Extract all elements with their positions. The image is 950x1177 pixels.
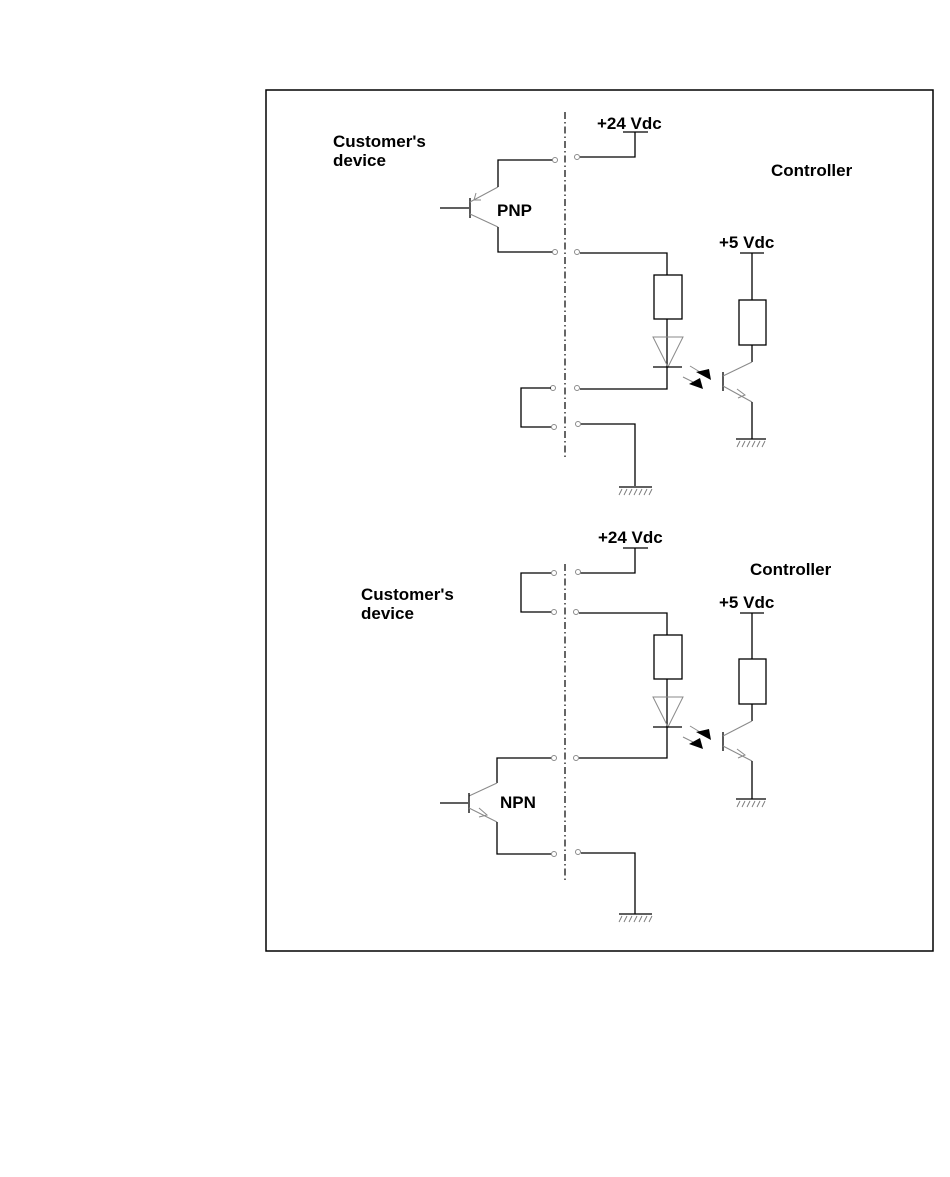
jumper-wire	[521, 573, 551, 612]
terminal	[574, 756, 579, 761]
transistor-type-label: PNP	[497, 201, 532, 220]
wire	[581, 424, 635, 486]
terminal	[552, 756, 557, 761]
terminal	[552, 610, 557, 615]
resistor-icon	[739, 659, 766, 704]
wire	[581, 853, 635, 914]
resistor-icon	[654, 275, 682, 319]
customer-device-label: Customer's	[361, 585, 454, 604]
resistor-icon	[739, 300, 766, 345]
terminal	[552, 852, 557, 857]
terminal	[552, 425, 557, 430]
light-emission-icon	[683, 366, 711, 389]
customer-device-label-line2: device	[361, 604, 414, 623]
terminal	[551, 386, 556, 391]
supply-24v-label: +24 Vdc	[597, 114, 662, 133]
resistor-icon	[654, 635, 682, 679]
wire	[580, 367, 667, 389]
terminal	[553, 158, 558, 163]
terminal	[576, 570, 581, 575]
jumper-wire	[521, 388, 551, 427]
terminal	[553, 250, 558, 255]
diagram-frame	[266, 90, 933, 951]
wire	[580, 253, 667, 275]
wire	[579, 613, 667, 635]
wire	[580, 548, 635, 573]
terminal	[575, 386, 580, 391]
led-diode-icon	[653, 697, 683, 727]
phototransistor-icon	[723, 362, 752, 402]
ground-icon	[619, 487, 652, 495]
terminal	[575, 155, 580, 160]
terminal	[552, 571, 557, 576]
transistor-type-label: NPN	[500, 793, 536, 812]
terminal	[576, 422, 581, 427]
terminal	[574, 610, 579, 615]
controller-label: Controller	[771, 161, 853, 180]
terminal	[576, 850, 581, 855]
ground-icon	[736, 799, 766, 807]
supply-24v-label: +24 Vdc	[598, 528, 663, 547]
npn-circuit: +24 Vdc Controller Customer's device +5 …	[361, 528, 832, 922]
ground-icon	[619, 914, 652, 922]
pnp-circuit: +24 Vdc Customer's device Controller PNP…	[333, 112, 853, 495]
controller-label: Controller	[750, 560, 832, 579]
led-diode-icon	[653, 337, 683, 367]
ground-icon	[736, 439, 766, 447]
phototransistor-icon	[723, 721, 752, 761]
supply-5v-label: +5 Vdc	[719, 593, 774, 612]
light-emission-icon	[683, 726, 711, 749]
supply-5v-label: +5 Vdc	[719, 233, 774, 252]
terminal	[575, 250, 580, 255]
customer-device-label: Customer's	[333, 132, 426, 151]
wire	[580, 132, 635, 157]
wire	[579, 727, 667, 758]
customer-device-label-line2: device	[333, 151, 386, 170]
